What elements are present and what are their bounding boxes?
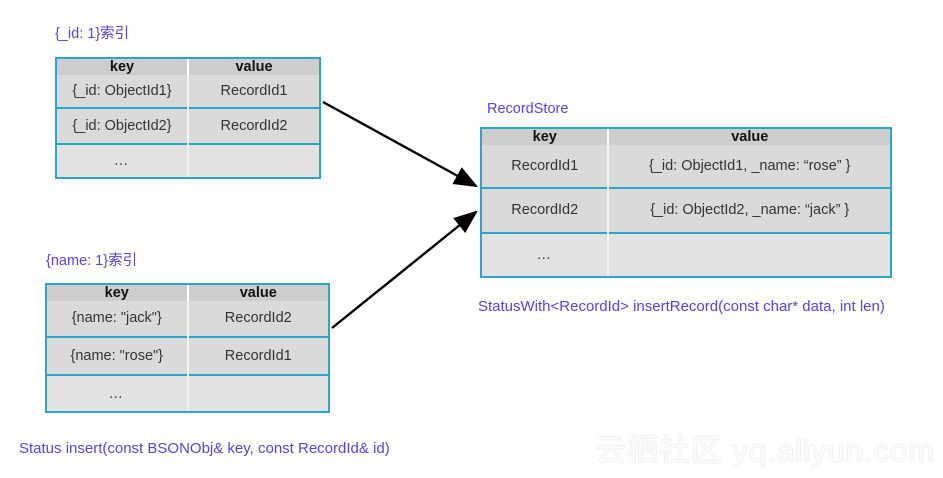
table-row: RecordId2 {_id: ObjectId2, _name: “jack”… [482,186,890,234]
cell-key: RecordId1 [482,145,610,188]
name-index-table: key value {name: "jack"} RecordId2 {name… [45,283,330,413]
column-header-value: value [187,285,328,301]
table-row-ellipsis: … [482,232,890,276]
column-header-value: value [608,129,890,145]
table-row-ellipsis: … [47,374,328,411]
id-index-title: {_id: 1}索引 [55,26,130,42]
cell-value-empty [187,374,328,411]
cell-value-empty [608,232,890,276]
cell-key-ellipsis: … [57,142,189,177]
recordstore-table: key value RecordId1 {_id: ObjectId1, _na… [480,127,892,278]
column-header-key: key [47,285,189,301]
arrow-id-index-to-record1 [322,100,479,188]
column-header-key: key [482,129,610,145]
table-row: {_id: ObjectId2} RecordId2 [57,107,319,144]
table-row: {_id: ObjectId1} RecordId1 [57,75,319,109]
column-header-key: key [57,59,189,75]
watermark: 云栖社区 yq.aliyun.com [594,433,935,468]
cell-value: {_id: ObjectId1, _name: “rose” } [608,145,890,188]
table-row: {name: "rose"} RecordId1 [47,335,328,376]
table-header-row: key value [482,129,890,145]
cell-value: {_id: ObjectId2, _name: “jack” } [608,186,890,234]
index-insert-signature: Status insert(const BSONObj& key, const … [19,440,390,457]
table-header-row: key value [47,285,328,301]
cell-value: RecordId1 [187,335,328,376]
table-row: RecordId1 {_id: ObjectId1, _name: “rose”… [482,145,890,188]
table-header-row: key value [57,59,319,75]
cell-value-empty [188,142,319,177]
column-header-value: value [188,59,319,75]
cell-key: RecordId2 [482,186,610,234]
id-index-table: key value {_id: ObjectId1} RecordId1 {_i… [55,57,321,179]
cell-key: {_id: ObjectId1} [57,75,189,109]
cell-key-ellipsis: … [47,374,189,411]
cell-value: RecordId2 [187,301,328,337]
recordstore-title: RecordStore [487,101,569,117]
table-row: {name: "jack"} RecordId2 [47,301,328,337]
name-index-title: {name: 1}索引 [46,253,138,269]
table-row-ellipsis: … [57,142,319,177]
cell-key: {name: "rose"} [47,335,189,376]
cell-value: RecordId2 [188,107,319,144]
arrow-name-index-to-record2 [331,210,478,329]
cell-value: RecordId1 [188,75,319,109]
cell-key: {name: "jack"} [47,301,189,337]
recordstore-insert-signature: StatusWith<RecordId> insertRecord(const … [478,298,885,315]
cell-key-ellipsis: … [482,232,610,276]
cell-key: {_id: ObjectId2} [57,107,189,144]
